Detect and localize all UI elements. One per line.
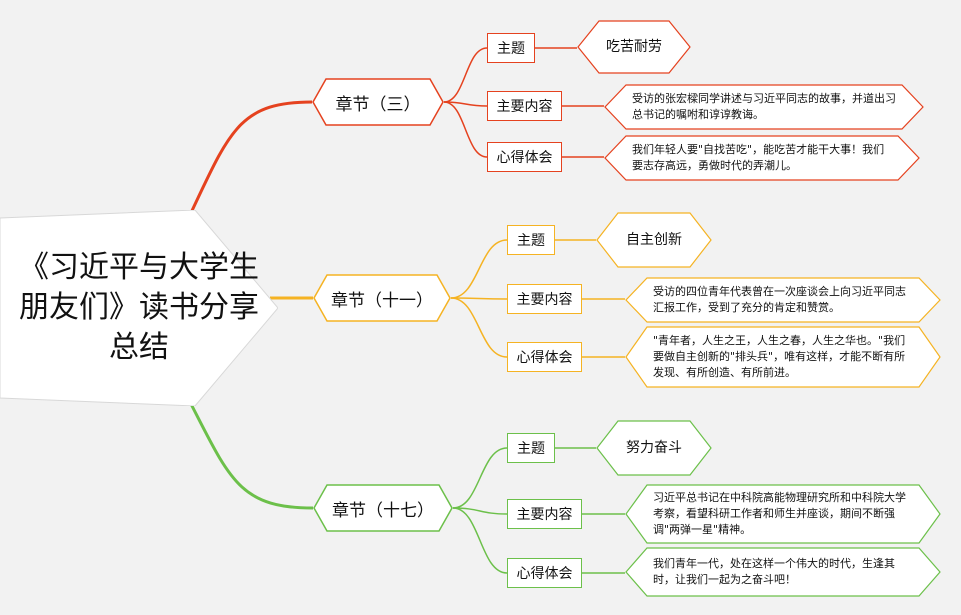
chapter-to-tag-line (452, 507, 508, 574)
topic-tag[interactable]: 主题 (487, 33, 535, 63)
insight-node[interactable]: "青年者，人生之王，人生之春，人生之华也。"我们要做自主创新的"排头兵"，唯有这… (625, 326, 941, 388)
chapter-label: 章节（三） (335, 94, 421, 115)
content-tag[interactable]: 主要内容 (487, 91, 562, 121)
insight-tag[interactable]: 心得体会 (507, 558, 582, 588)
topic-tag[interactable]: 主题 (507, 433, 555, 463)
content-text: 习近平总书记在中科院高能物理研究所和中科院大学考察，看望科研工作者和师生并座谈，… (653, 491, 906, 536)
chapter-to-tag-line (450, 297, 508, 358)
chapter-node[interactable]: 章节（三） (312, 78, 444, 126)
chapter-to-tag-line (452, 507, 508, 515)
topic-node[interactable]: 努力奋斗 (596, 420, 712, 476)
insight-text: "青年者，人生之王，人生之春，人生之华也。"我们要做自主创新的"排头兵"，唯有这… (653, 334, 906, 379)
chapter-to-tag-line (452, 447, 508, 509)
chapter-to-tag-line (450, 239, 508, 299)
insight-tag[interactable]: 心得体会 (487, 142, 562, 172)
chapter-label: 章节（十七） (332, 500, 434, 521)
chapter-to-tag-line (450, 297, 508, 300)
chapter-node[interactable]: 章节（十一） (313, 274, 451, 322)
root-to-chapter-line (188, 401, 314, 510)
insight-text: 我们青年一代，处在这样一个伟大的时代，生逢其时，让我们一起为之奋斗吧！ (653, 557, 895, 586)
topic-text: 自主创新 (626, 232, 682, 248)
insight-tag[interactable]: 心得体会 (507, 342, 582, 372)
root-node[interactable]: 《习近平与大学生朋友们》读书分享总结 (0, 210, 278, 406)
chapter-node[interactable]: 章节（十七） (313, 484, 453, 532)
insight-node[interactable]: 我们年轻人要"自找苦吃"，能吃苦才能干大事！我们要志存高远，勇做时代的弄潮儿。 (604, 135, 920, 181)
content-node[interactable]: 受访的四位青年代表曾在一次座谈会上向习近平同志汇报工作，受到了充分的肯定和赞赏。 (625, 277, 941, 323)
content-text: 受访的张宏樑同学讲述与习近平同志的故事，并道出习总书记的嘱咐和谆谆教诲。 (632, 92, 896, 121)
topic-text: 吃苦耐劳 (606, 39, 662, 55)
chapter-to-tag-line (443, 101, 488, 107)
topic-tag[interactable]: 主题 (507, 225, 555, 255)
content-node[interactable]: 受访的张宏樑同学讲述与习近平同志的故事，并道出习总书记的嘱咐和谆谆教诲。 (604, 84, 924, 130)
insight-text: 我们年轻人要"自找苦吃"，能吃苦才能干大事！我们要志存高远，勇做时代的弄潮儿。 (632, 143, 885, 172)
content-text: 受访的四位青年代表曾在一次座谈会上向习近平同志汇报工作，受到了充分的肯定和赞赏。 (653, 285, 906, 314)
insight-node[interactable]: 我们青年一代，处在这样一个伟大的时代，生逢其时，让我们一起为之奋斗吧！ (625, 547, 941, 597)
topic-node[interactable]: 自主创新 (596, 212, 712, 268)
chapter-label: 章节（十一） (331, 290, 433, 311)
content-tag[interactable]: 主要内容 (507, 284, 582, 314)
chapter-to-tag-line (443, 101, 488, 158)
root-title: 《习近平与大学生朋友们》读书分享总结 (19, 250, 259, 365)
root-to-chapter-line (188, 100, 313, 216)
chapter-to-tag-line (443, 47, 488, 103)
content-node[interactable]: 习近平总书记在中科院高能物理研究所和中科院大学考察，看望科研工作者和师生并座谈，… (625, 484, 941, 544)
content-tag[interactable]: 主要内容 (507, 499, 582, 529)
topic-text: 努力奋斗 (626, 440, 682, 456)
topic-node[interactable]: 吃苦耐劳 (577, 20, 691, 74)
